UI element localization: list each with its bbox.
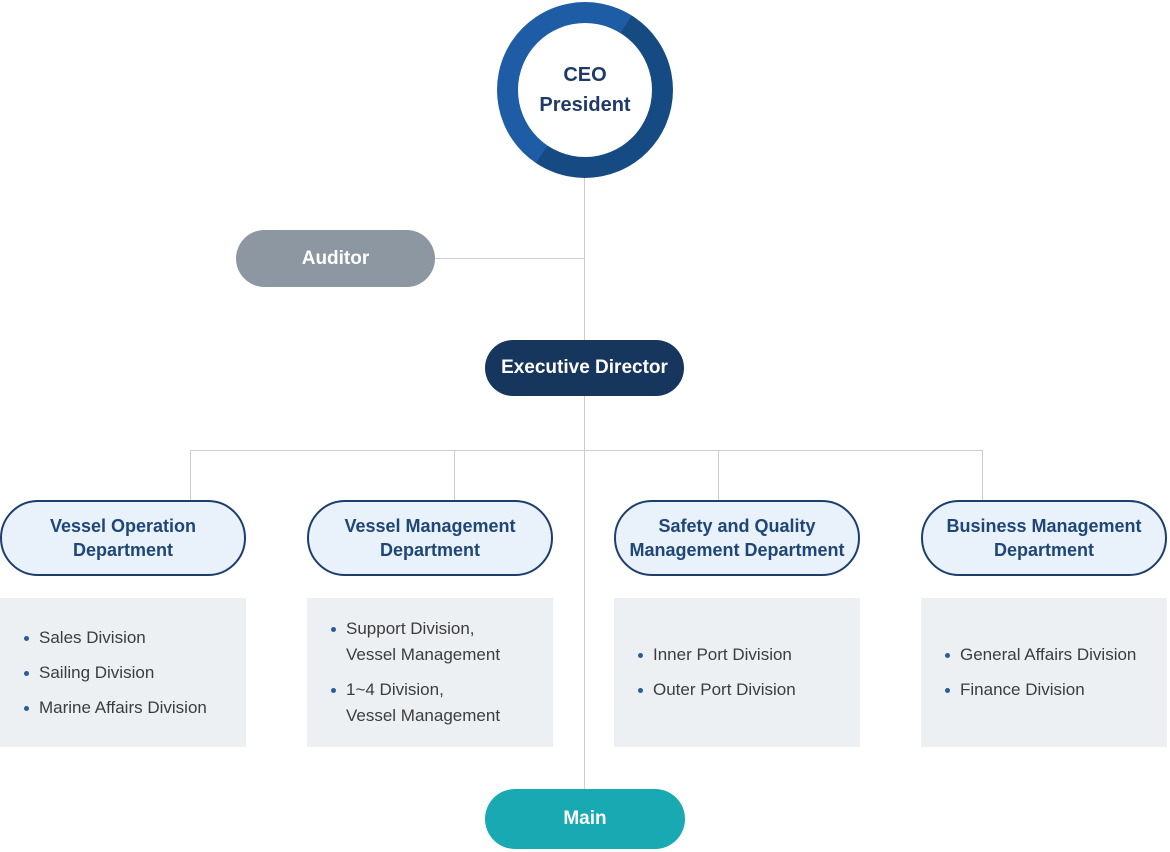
list-item: Sales Division — [24, 625, 236, 651]
division-list: General Affairs Division Finance Divisio… — [921, 598, 1167, 747]
main-button[interactable]: Main — [485, 789, 685, 849]
division-list: Sales Division Sailing Division Marine A… — [0, 598, 246, 747]
list-item: Inner Port Division — [638, 642, 850, 668]
auditor-connector-line — [435, 258, 585, 259]
division-label: Sailing Division — [39, 662, 155, 682]
department-column-safety-quality: Safety and Quality Management Department… — [614, 500, 860, 747]
division-list: Support Division, Vessel Management 1~4 … — [307, 598, 553, 747]
branch-drop-line-3 — [718, 450, 719, 503]
center-vertical-connector-line — [584, 178, 585, 789]
list-item: Finance Division — [945, 677, 1157, 703]
department-column-vessel-operation: Vessel Operation Department Sales Divisi… — [0, 500, 246, 747]
list-item: General Affairs Division — [945, 642, 1157, 668]
department-label: Business Management Department — [946, 516, 1142, 560]
list-item: Sailing Division — [24, 660, 236, 686]
branch-drop-line-4 — [982, 450, 983, 503]
bullet-icon — [24, 705, 29, 711]
department-node: Vessel Operation Department — [0, 500, 246, 576]
list-item: Marine Affairs Division — [24, 695, 236, 721]
division-label: Inner Port Division — [653, 645, 792, 664]
division-label: Marine Affairs Division — [39, 697, 207, 717]
bullet-icon — [24, 635, 29, 641]
main-button-label: Main — [563, 808, 607, 829]
department-label: Safety and Quality Management Department — [629, 516, 845, 560]
division-label: General Affairs Division — [960, 645, 1137, 664]
department-node: Vessel Management Department — [307, 500, 553, 576]
bullet-icon — [331, 688, 336, 693]
branch-horizontal-connector-line — [190, 450, 982, 451]
bullet-icon — [638, 653, 643, 658]
branch-drop-line-2 — [454, 450, 455, 503]
division-label: Sales Division — [39, 627, 146, 647]
department-label: Vessel Management Department — [344, 516, 516, 560]
department-column-vessel-management: Vessel Management Department Support Div… — [307, 500, 553, 747]
department-column-business-management: Business Management Department General A… — [921, 500, 1167, 747]
bullet-icon — [638, 688, 643, 693]
bullet-icon — [945, 653, 950, 658]
bullet-icon — [24, 670, 29, 676]
department-label: Vessel Operation Department — [49, 516, 197, 560]
list-item: Outer Port Division — [638, 677, 850, 703]
auditor-label: Auditor — [301, 247, 370, 269]
department-node: Business Management Department — [921, 500, 1167, 576]
executive-director-label: Executive Director — [501, 357, 668, 378]
division-label: 1~4 Division, Vessel Management — [346, 680, 501, 725]
ceo-node: CEO President — [518, 23, 652, 157]
ceo-node-ring: CEO President — [497, 2, 673, 178]
ceo-label: CEO President — [539, 64, 631, 116]
bullet-icon — [331, 627, 336, 632]
executive-director-node: Executive Director — [485, 340, 684, 396]
division-label: Finance Division — [960, 680, 1085, 699]
department-node: Safety and Quality Management Department — [614, 500, 860, 576]
division-label: Support Division, Vessel Management — [346, 619, 501, 664]
list-item: 1~4 Division, Vessel Management — [331, 677, 543, 729]
division-label: Outer Port Division — [653, 680, 796, 699]
branch-drop-line-1 — [190, 450, 191, 503]
list-item: Support Division, Vessel Management — [331, 616, 543, 668]
bullet-icon — [945, 688, 950, 693]
auditor-node: Auditor — [236, 230, 435, 287]
division-list: Inner Port Division Outer Port Division — [614, 598, 860, 747]
